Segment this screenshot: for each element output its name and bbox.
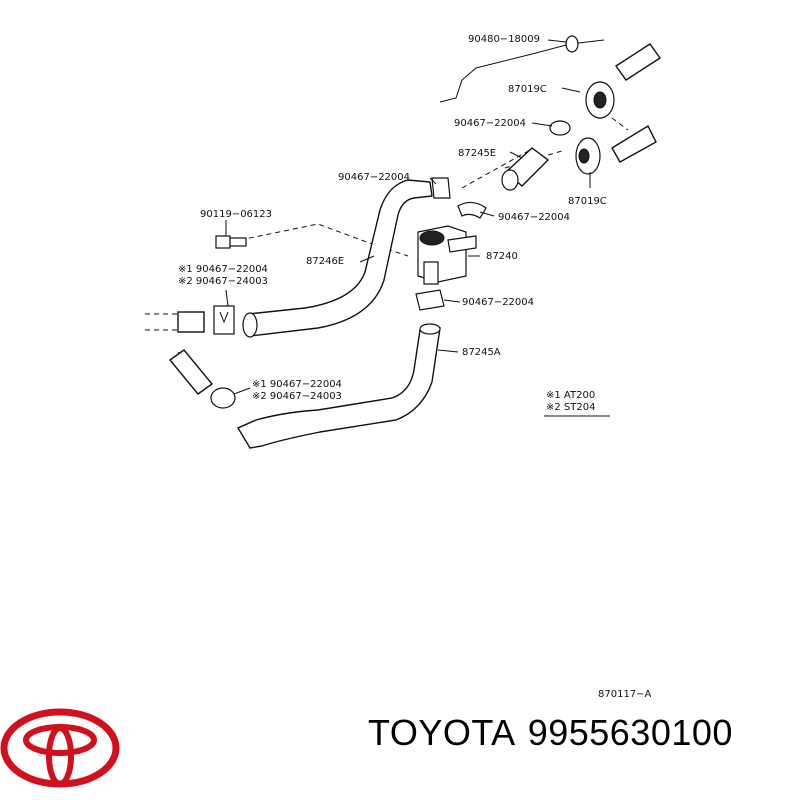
callout-90480: 90480−18009 xyxy=(468,34,540,45)
left-pipe-dashes xyxy=(145,313,178,331)
callout-90467-d: 90467−22004 xyxy=(462,297,534,308)
callout-90467-c: 90467−22004 xyxy=(498,212,570,223)
heater-pipe-upper xyxy=(615,43,661,81)
clamp-lower-left xyxy=(210,387,236,409)
part-number: 9955630100 xyxy=(527,712,733,753)
callout-87019c-bottom: 87019C xyxy=(568,196,607,207)
clamp-upper-right xyxy=(549,120,571,136)
legend-1: ※1 AT200 xyxy=(546,390,595,401)
clamp-upper-left xyxy=(431,177,451,199)
callout-87246e: 87246E xyxy=(306,256,344,267)
note-left-1: ※1 90467−22004 xyxy=(178,264,268,275)
note-bottom-1: ※1 90467−22004 xyxy=(252,379,342,390)
water-valve-87240 xyxy=(417,225,477,285)
heater-pipe-lower xyxy=(611,125,657,163)
legend-2: ※2 ST204 xyxy=(546,402,595,413)
note-left-2: ※2 90467−24003 xyxy=(178,276,268,287)
clamp-lower-center xyxy=(415,289,445,311)
bolt-90119 xyxy=(215,235,247,249)
hose-87246e xyxy=(247,179,433,337)
callout-87019c-top: 87019C xyxy=(508,84,547,95)
brand-name: TOYOTA xyxy=(368,712,516,753)
left-pipe-stub xyxy=(177,305,235,335)
callout-90467-b: 90467−22004 xyxy=(338,172,410,183)
upper-right-dash xyxy=(611,117,629,131)
hose-87245e-end xyxy=(501,169,519,191)
hose-87245a-top xyxy=(419,323,441,335)
callout-90119: 90119−06123 xyxy=(200,209,272,220)
callout-90467-a: 90467−22004 xyxy=(454,118,526,129)
toyota-logo-icon xyxy=(0,708,120,788)
grommet-87019c-bottom xyxy=(575,137,601,175)
lower-left-pipe xyxy=(168,349,214,395)
callout-87240: 87240 xyxy=(486,251,518,262)
cable-grommet xyxy=(565,35,579,53)
grommet-87019c-top xyxy=(585,81,615,119)
callout-87245a: 87245A xyxy=(462,347,501,358)
note-bottom-2: ※2 90467−24003 xyxy=(252,391,342,402)
callout-87245e: 87245E xyxy=(458,148,496,159)
clamp-mid xyxy=(457,201,487,219)
hose-87245a xyxy=(236,327,441,449)
drawing-id: 870117−A xyxy=(598,689,652,700)
hose-87246e-end xyxy=(242,312,258,338)
brand-caption: TOYOTA 9955630100 xyxy=(368,712,745,754)
